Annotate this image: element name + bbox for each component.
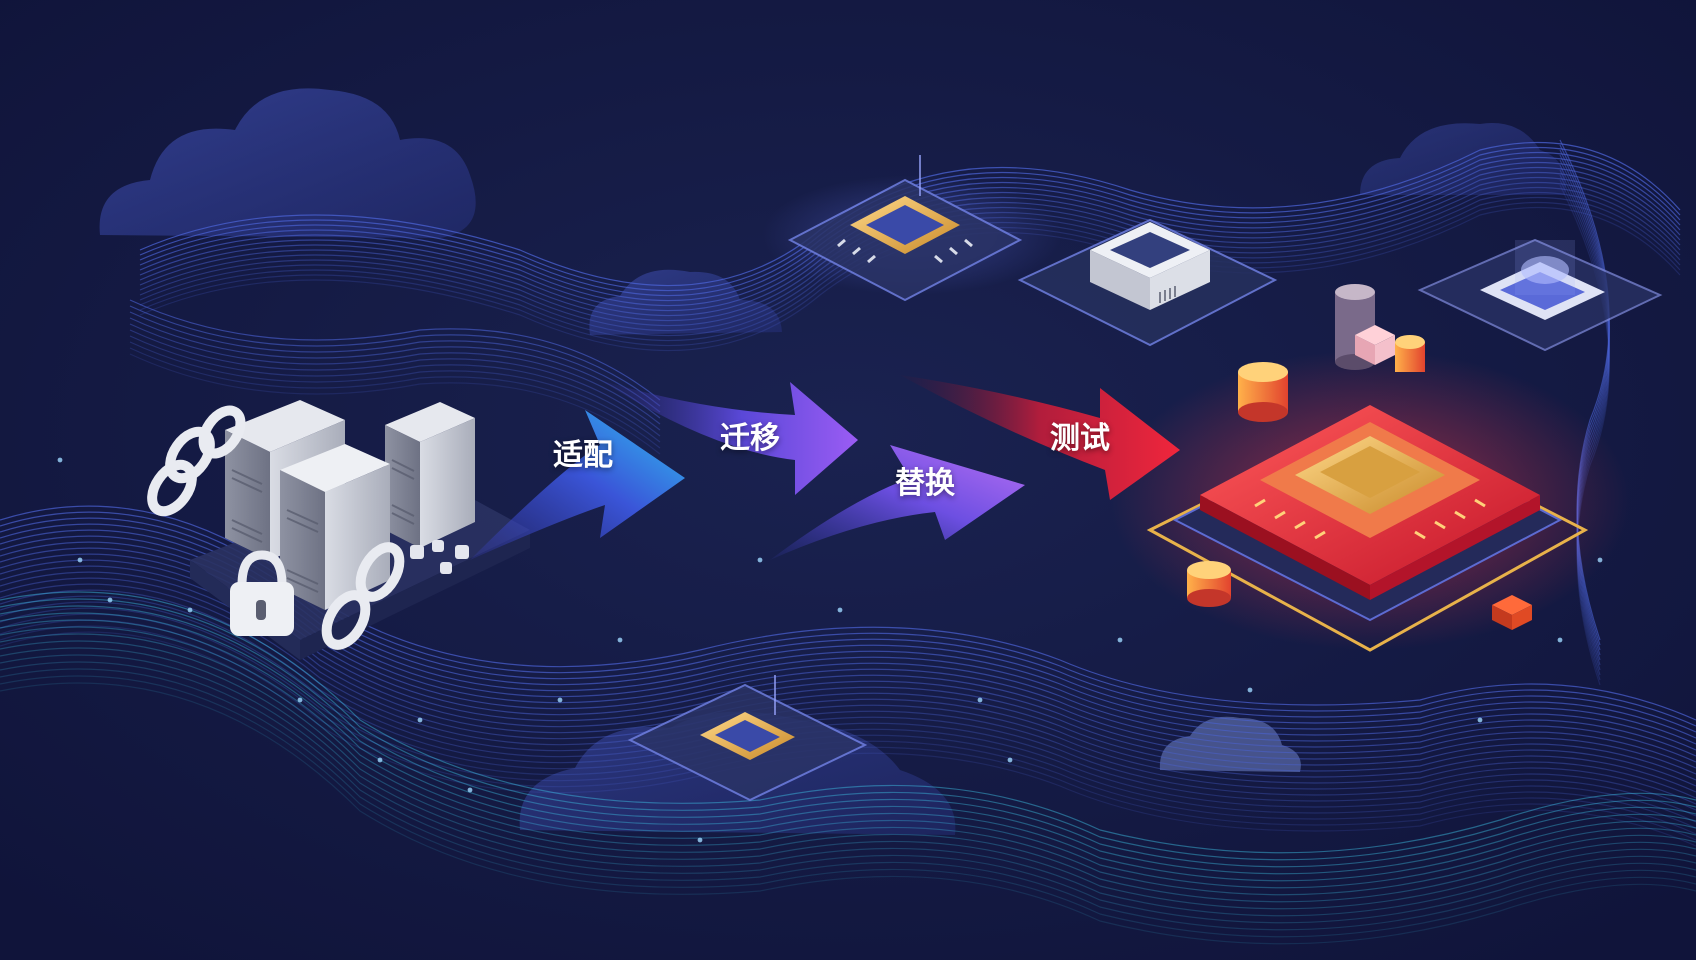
wave-line [0,625,1696,841]
particle-dot [1007,757,1013,763]
hologram-device-platform [1417,238,1663,352]
wave-line [0,682,1696,945]
chain-link-icon [321,542,405,650]
padlock-icon [230,550,294,636]
particle-dot [417,717,423,723]
wave-line [0,598,1696,861]
wave-line [129,299,661,401]
particle-dot [757,557,763,563]
main-processor-chip [1110,350,1630,652]
wave-line [0,631,1696,847]
wave-line [0,589,1696,805]
wave-line [139,141,1681,287]
wave-line [0,607,1696,823]
wave-line [0,675,1696,938]
wave-line [0,612,1696,875]
wave-line [0,640,1696,903]
wave-line [129,353,661,455]
coin-stack-icon [1395,335,1425,372]
wave-line [129,329,661,431]
particle-dot [1247,687,1253,693]
wave-line [0,668,1696,931]
coin-stack-icon [1238,362,1288,422]
flow-arrow-replace [770,445,1025,560]
processor-box-platform [1017,218,1278,347]
wave-line [129,323,661,425]
particle-dot [1557,637,1563,643]
particle-dot [557,697,563,703]
particle-dot [467,787,473,793]
wave-line [0,619,1696,882]
particle-dot [77,557,83,563]
wave-line [0,583,1696,799]
server-rack-2 [385,402,475,548]
cpu-chip-platform-bottom [627,675,868,802]
wave-line [0,647,1696,910]
server-cluster [147,400,530,660]
coin-stack-icon [1187,561,1231,607]
wave-line [129,341,661,443]
flow-arrow-test [900,375,1180,500]
wave-line [0,633,1696,896]
particle-dot [837,607,843,613]
chain-link-icon [147,405,246,517]
wave-line [0,595,1696,811]
wave-line [0,605,1696,868]
wave-line [129,305,661,407]
wave-line [129,347,661,449]
wave-line [0,654,1696,917]
particle-dot [1477,717,1483,723]
server-rack-3 [280,444,390,610]
particle-dot [1117,637,1123,643]
wave-line [129,311,661,413]
particle-dot [377,757,383,763]
cpu-chip-platform-top [762,155,1062,302]
wave-line [0,661,1696,924]
particle-dot [57,457,63,463]
wave-line [0,626,1696,889]
particle-dot [697,837,703,843]
particle-dot [297,697,303,703]
flow-arrow-adapt [470,410,685,560]
particle-dot [187,607,193,613]
particle-dot [107,597,113,603]
wave-line [0,613,1696,829]
wave-line [0,601,1696,817]
particle-dot [977,697,983,703]
particle-dot [617,637,623,643]
cube-icon [1355,325,1532,630]
flow-arrow-migrate [600,380,858,495]
wave-line [129,335,661,437]
wave-line [0,619,1696,835]
wave-line [129,317,661,419]
wave-line [0,591,1696,854]
